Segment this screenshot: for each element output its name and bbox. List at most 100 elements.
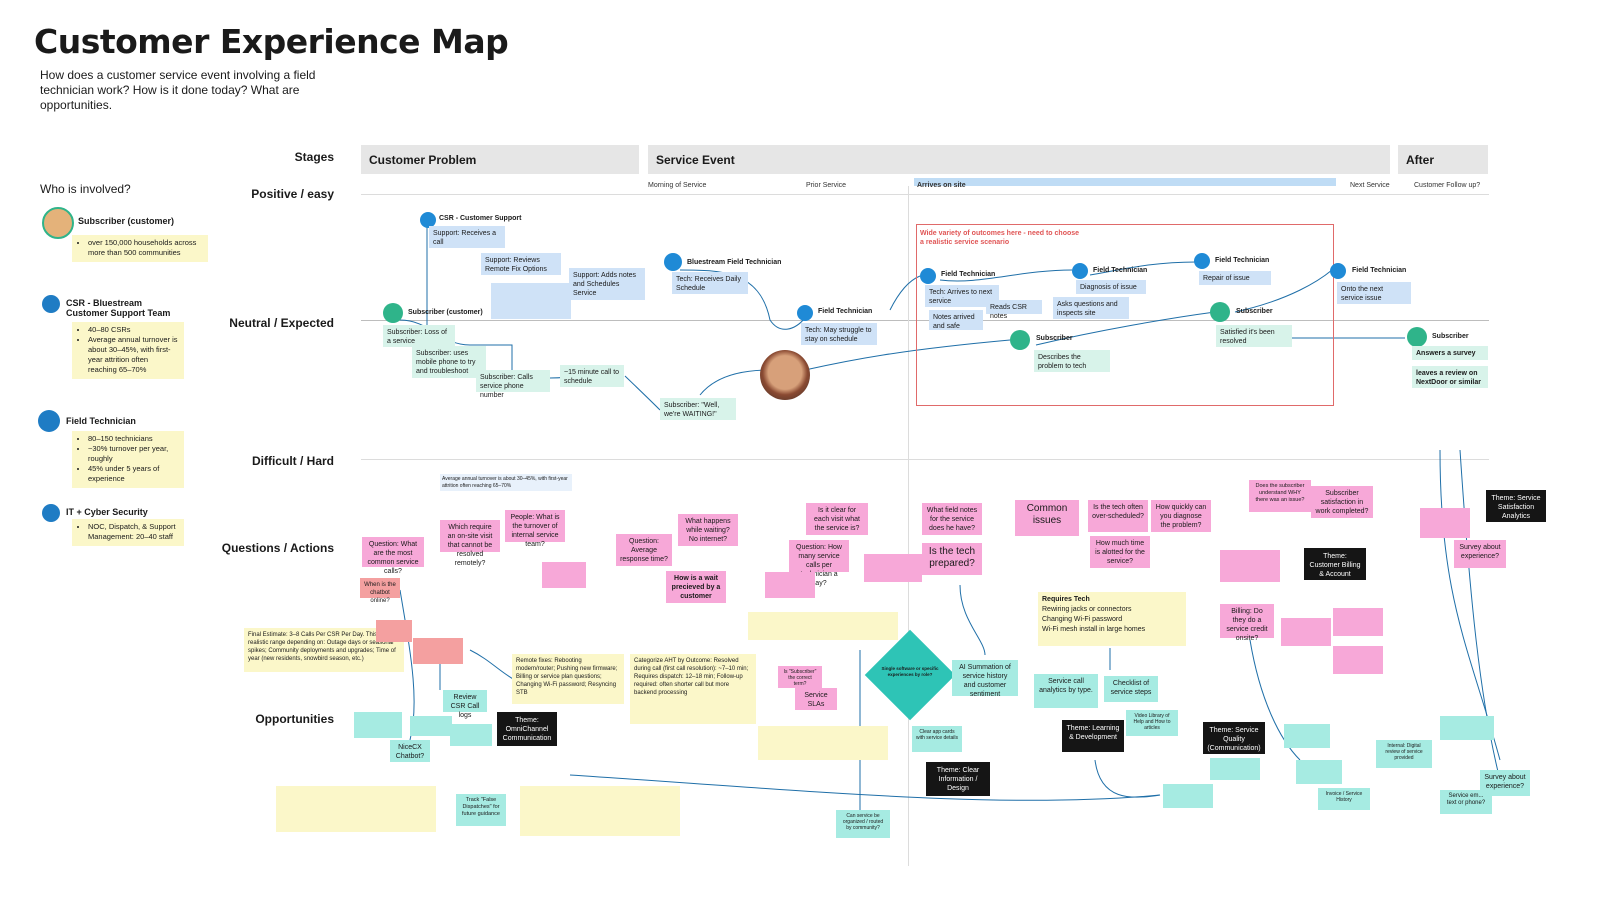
arrival-divider — [908, 186, 909, 866]
field-notes-question: What field notes for the service does he… — [922, 503, 982, 535]
mini-opportunity-4 — [1210, 758, 1260, 780]
billing-onsite-question: Billing: Do they do a service credit ons… — [1220, 604, 1274, 642]
row-label-stages: Stages — [294, 150, 334, 164]
mini-opportunity-3 — [450, 724, 492, 746]
substage-followup: Customer Follow up? — [1414, 182, 1481, 189]
learning-theme[interactable]: Theme: Learning & Development — [1062, 720, 1124, 752]
sub-loss-note: Subscriber: Loss of a service — [383, 325, 455, 347]
remote-fixes-note: Remote fixes: Rebooting modem/router; Pu… — [512, 654, 624, 704]
categorize-aht-note: Categorize AHT by Outcome: Resolved duri… — [630, 654, 756, 724]
mini-question-8 — [1420, 508, 1470, 538]
reads-csr-note: Reads CSR notes — [986, 300, 1042, 320]
ft4-note: Repair of issue — [1199, 271, 1271, 285]
service-sla-opportunity[interactable]: Service SLAs — [795, 688, 837, 710]
understand-question: Does the subscriber understand WHY there… — [1249, 480, 1311, 512]
role-it-name: IT + Cyber Security — [66, 507, 148, 517]
field-tech-dot — [38, 410, 60, 432]
nicecx-opportunity[interactable]: NiceCX Chatbot? — [390, 740, 430, 762]
common-calls-question: Question: What are the most common servi… — [362, 537, 424, 575]
track-false-dispatches[interactable]: Track "False Dispatches" for future guid… — [456, 794, 506, 826]
call-15-note: ~15 minute call to schedule — [560, 365, 624, 387]
service-analytics-opportunity[interactable]: Service call analytics by type. — [1034, 674, 1098, 708]
sub3-label: Subscriber — [1236, 308, 1273, 315]
omnichannel-theme[interactable]: Theme: OmniChannel Communication — [497, 712, 557, 746]
support-reviews-note: Support: Reviews Remote Fix Options — [481, 253, 561, 275]
role-field-tech-name: Field Technician — [66, 416, 136, 426]
subscriber-avatar — [42, 207, 74, 239]
substage-prior: Prior Service — [806, 182, 847, 189]
row-label-neutral: Neutral / Expected — [229, 316, 334, 330]
mini-opportunity-2 — [410, 716, 452, 736]
sub2-label: Subscriber — [1036, 335, 1073, 342]
need-to-map-note — [413, 638, 463, 664]
csr-node — [420, 212, 436, 228]
mini-question-5 — [1281, 618, 1331, 646]
role-field-tech-note: 80–150 technicians~30% turnover per year… — [72, 431, 184, 488]
review-csr-opportunity[interactable]: Review CSR Call logs — [443, 690, 487, 719]
ft3-note: Diagnosis of issue — [1076, 280, 1146, 294]
mini-question-3 — [765, 572, 815, 598]
scenario-frame — [916, 224, 1334, 406]
ft1-note: Tech: May struggle to stay on schedule — [801, 323, 877, 345]
service-credits-note — [758, 726, 888, 760]
ai-summary-opportunity[interactable]: AI Summation of service history and cust… — [952, 660, 1018, 698]
sub2-note: Describes the problem to tech — [1034, 350, 1110, 372]
sub3-note: Satisfied it's been resolved — [1216, 325, 1292, 347]
common-issues-question: Common issues — [1015, 500, 1079, 536]
factors-aht-note — [520, 786, 680, 836]
ft4-label: Field Technician — [1215, 257, 1270, 264]
substage-next: Next Service — [1350, 182, 1390, 189]
people-question: People: What is the turnover of internal… — [505, 510, 565, 548]
diagnose-question: How quickly can you diagnose the problem… — [1151, 500, 1211, 532]
seasonality-note — [376, 620, 412, 642]
video-library-opportunity[interactable]: Video Library of Help and How to article… — [1126, 710, 1178, 736]
page-title: Customer Experience Map — [34, 22, 509, 61]
sub-calls-note: Subscriber: Calls service phone number — [476, 370, 550, 399]
mini-opportunity-1 — [354, 712, 402, 738]
row-label-positive: Positive / easy — [251, 187, 334, 201]
role-csr-note: 40–80 CSRsAverage annual turnover is abo… — [72, 322, 184, 379]
subscriber-term-question: Is "Subscriber" the correct term? — [778, 666, 822, 688]
clear-visit-question: Is it clear for each visit what the serv… — [806, 503, 868, 535]
avg-response-question: Question: Average response time? — [616, 534, 672, 566]
bft-note: Tech: Receives Daily Schedule — [672, 272, 748, 294]
digital-review-opportunity[interactable]: Internal: Digital review of service prov… — [1376, 740, 1432, 768]
arrives-on-site-bar — [914, 178, 1336, 186]
satisfaction-analytics-theme[interactable]: Theme: Service Satisfaction Analytics — [1486, 490, 1546, 522]
mini-question-2 — [864, 554, 922, 582]
csr-dot — [42, 295, 60, 313]
mini-question-4 — [1220, 550, 1280, 582]
mini-question-6 — [1333, 608, 1383, 636]
billing-theme[interactable]: Theme: Customer Billing & Account Manage… — [1304, 548, 1366, 587]
ft3-node — [1072, 263, 1088, 279]
support-receives-note: Support: Receives a call — [429, 226, 505, 248]
single-software-label: Single software or specific experiences … — [881, 666, 939, 677]
role-it-note: NOC, Dispatch, & Support Management: 20–… — [72, 519, 184, 546]
ft2-note: Tech: Arrives to next service — [925, 285, 999, 307]
lane-line-neutral — [361, 320, 1489, 321]
clear-app-cards-opportunity[interactable]: Clear app cards with service details — [912, 726, 962, 752]
service-email-opportunity[interactable]: Service em... text or phone? — [1440, 790, 1492, 814]
sub4-node — [1407, 327, 1427, 347]
stage-after: After — [1398, 145, 1488, 174]
checklist-opportunity[interactable]: Checklist of service steps — [1104, 676, 1158, 702]
page-subtitle: How does a customer service event involv… — [40, 68, 316, 112]
ft5-label: Field Technician — [1352, 267, 1407, 274]
service-quality-theme[interactable]: Theme: Service Quality (Communication) — [1203, 722, 1265, 754]
organized-community-opportunity[interactable]: Can service be organized / routed by com… — [836, 810, 890, 838]
subscriber-start-label: Subscriber (customer) — [408, 309, 483, 316]
mini-opportunity-5 — [1163, 784, 1213, 808]
invoice-opportunity[interactable]: Invoice / Service History — [1318, 788, 1370, 810]
lane-line-difficult — [361, 459, 1489, 460]
ft3-label: Field Technician — [1093, 267, 1148, 274]
role-subscriber-name: Subscriber (customer) — [78, 216, 175, 226]
sub3-node — [1210, 302, 1230, 322]
time-allotted-question: How much time is alotted for the service… — [1090, 536, 1150, 568]
survey-question: Survey about experience? — [1454, 540, 1506, 568]
role-subscriber-note: over 150,000 households across more than… — [72, 235, 208, 262]
lane-line-positive — [361, 194, 1489, 195]
ft2-label: Field Technician — [941, 271, 996, 278]
clear-information-theme[interactable]: Theme: Clear Information / Design — [926, 762, 990, 796]
substage-morning: Morning of Service — [648, 182, 707, 189]
